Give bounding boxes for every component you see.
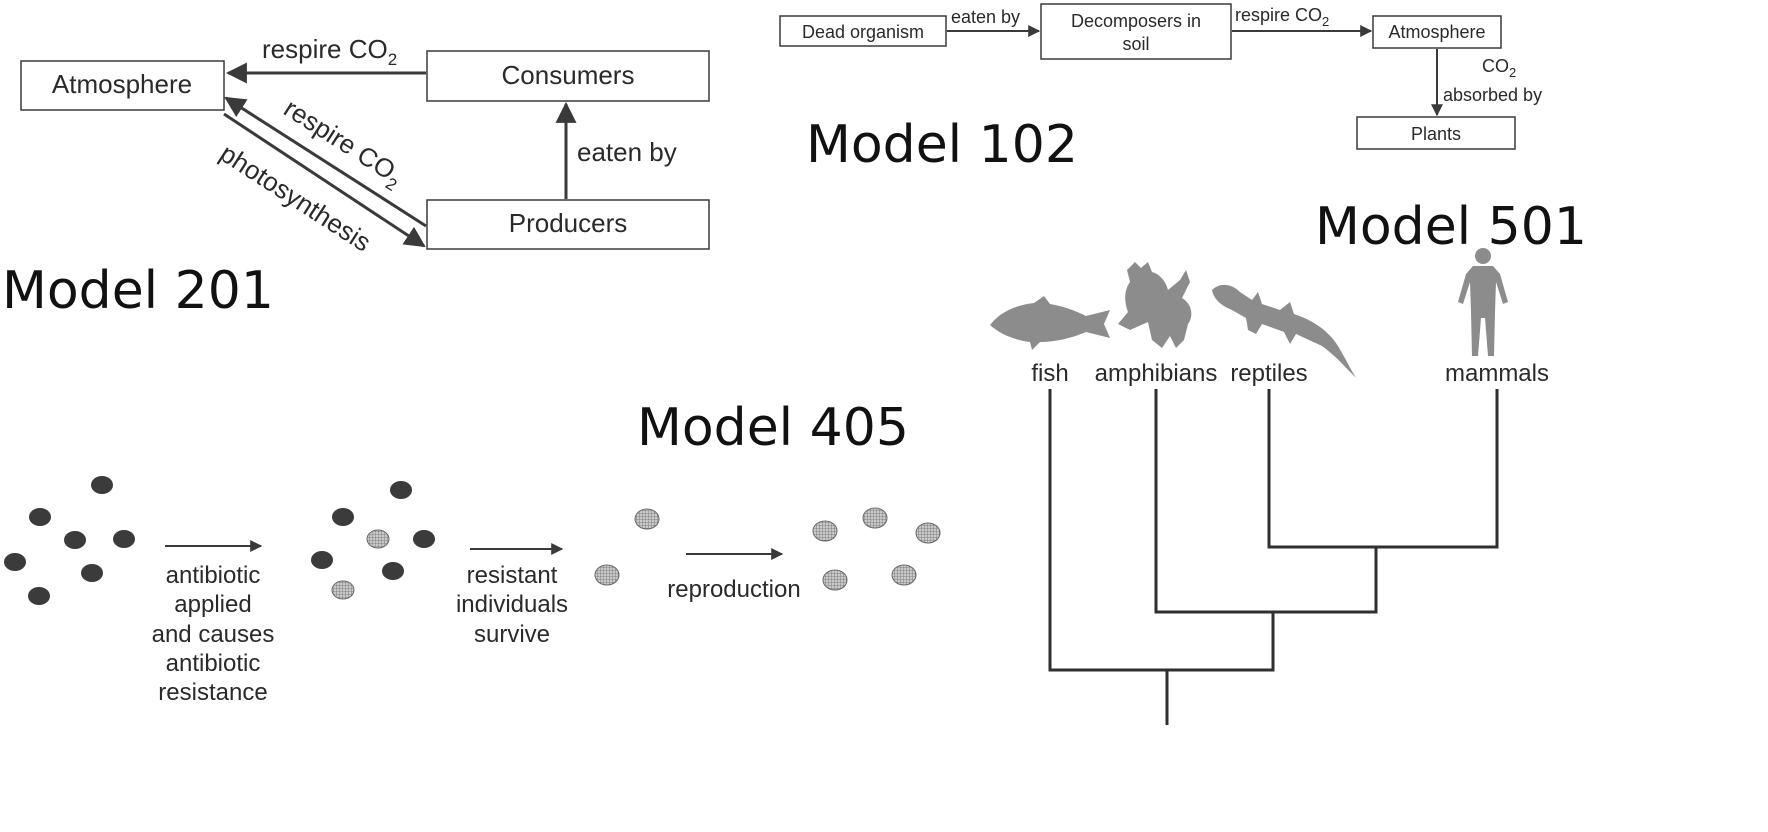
node-atmosphere-102: Atmosphere — [1372, 15, 1502, 49]
node-consumers-label: Consumers — [502, 60, 635, 90]
resistant-bacterium — [331, 580, 355, 600]
svg-text:antibiotic: antibiotic — [166, 562, 261, 589]
bacterium — [81, 564, 103, 582]
lizard-silhouette-icon — [1212, 284, 1356, 378]
human-silhouette-icon — [1458, 248, 1508, 356]
bacterium — [28, 587, 50, 605]
model-201-title: Model 201 — [2, 261, 274, 321]
step-3-label: reproduction — [667, 576, 800, 603]
resistant-bacterium — [822, 569, 848, 591]
model-405-diagram: Model 405 antibiotic applied and causes … — [4, 398, 941, 706]
taxon-label-fish: fish — [1031, 360, 1068, 387]
resistant-bacterium — [891, 564, 917, 586]
frog-silhouette-icon — [1118, 262, 1192, 348]
edge-label-respire-co2-102: respire CO2 — [1235, 5, 1329, 29]
resistant-bacterium — [862, 507, 888, 529]
node-dead-organism: Dead organism — [779, 15, 947, 47]
svg-text:and causes: and causes — [152, 621, 275, 648]
edge-label-absorbed-by: absorbed by — [1443, 85, 1542, 105]
taxon-label-reptiles: reptiles — [1230, 360, 1307, 387]
model-102-diagram: Dead organism Decomposers in soil Atmosp… — [779, 3, 1542, 175]
resistant-bacterium — [812, 520, 838, 542]
edge-producers-to-atmosphere — [224, 96, 427, 228]
step-2-label: resistant individuals survive — [456, 562, 568, 648]
svg-text:antibiotic: antibiotic — [166, 650, 261, 677]
edge-label-eaten-by-102: eaten by — [951, 7, 1020, 27]
population-initial — [4, 476, 135, 605]
bacterium — [91, 476, 113, 494]
edge-atmosphere-to-producers — [223, 112, 426, 248]
node-dead-organism-label: Dead organism — [802, 22, 924, 42]
svg-text:resistant: resistant — [467, 562, 558, 589]
edge-label-eaten-by: eaten by — [577, 137, 677, 167]
bacterium — [113, 530, 135, 548]
resistant-bacterium — [594, 564, 620, 586]
node-atmosphere: Atmosphere — [20, 60, 225, 111]
model-501-title: Model 501 — [1315, 197, 1587, 257]
tree-branch-fish-amphibians — [1048, 389, 1275, 672]
node-producers: Producers — [426, 199, 710, 250]
step-1-label: antibiotic applied and causes antibiotic… — [152, 562, 275, 706]
resistant-bacterium — [366, 529, 390, 549]
phylogenetic-tree — [1048, 389, 1499, 725]
model-501-diagram: Model 501 fish amphibians reptiles mamma… — [990, 197, 1587, 725]
node-plants: Plants — [1356, 116, 1516, 150]
node-decomposers-label-line1: Decomposers in — [1071, 11, 1201, 31]
node-atmosphere-102-label: Atmosphere — [1388, 22, 1485, 42]
population-survivors — [594, 508, 660, 586]
edge-label-respire-co2-top: respire CO2 — [262, 34, 397, 69]
bacterium — [4, 553, 26, 571]
bacterium — [413, 530, 435, 548]
bacterium — [390, 481, 412, 499]
taxon-label-mammals: mammals — [1445, 360, 1549, 387]
edge-label-co2-102: CO2 — [1482, 56, 1516, 80]
tree-branch-reptiles — [1267, 389, 1378, 614]
population-mixed — [311, 481, 435, 600]
bacterium — [64, 531, 86, 549]
svg-text:applied: applied — [174, 591, 251, 618]
node-atmosphere-label: Atmosphere — [52, 69, 192, 99]
resistant-bacterium — [915, 522, 941, 544]
bacterium — [332, 508, 354, 526]
resistant-bacterium — [634, 508, 660, 530]
node-decomposers: Decomposers in soil — [1040, 3, 1232, 60]
node-decomposers-label-line2: soil — [1122, 34, 1149, 54]
bacterium — [311, 551, 333, 569]
model-102-title: Model 102 — [806, 115, 1078, 175]
node-consumers: Consumers — [426, 50, 710, 102]
population-resistant — [812, 507, 941, 591]
node-plants-label: Plants — [1411, 124, 1461, 144]
node-producers-label: Producers — [509, 208, 628, 238]
bacterium — [29, 508, 51, 526]
tree-branch-mammals — [1376, 389, 1499, 549]
fish-silhouette-icon — [990, 296, 1110, 350]
bacterium — [382, 562, 404, 580]
model-201-diagram: Atmosphere Consumers Producers respire C… — [2, 34, 710, 321]
model-405-title: Model 405 — [637, 398, 909, 458]
taxon-label-amphibians: amphibians — [1095, 360, 1218, 387]
svg-text:survive: survive — [474, 621, 550, 648]
svg-text:resistance: resistance — [158, 679, 267, 706]
svg-text:individuals: individuals — [456, 591, 568, 618]
